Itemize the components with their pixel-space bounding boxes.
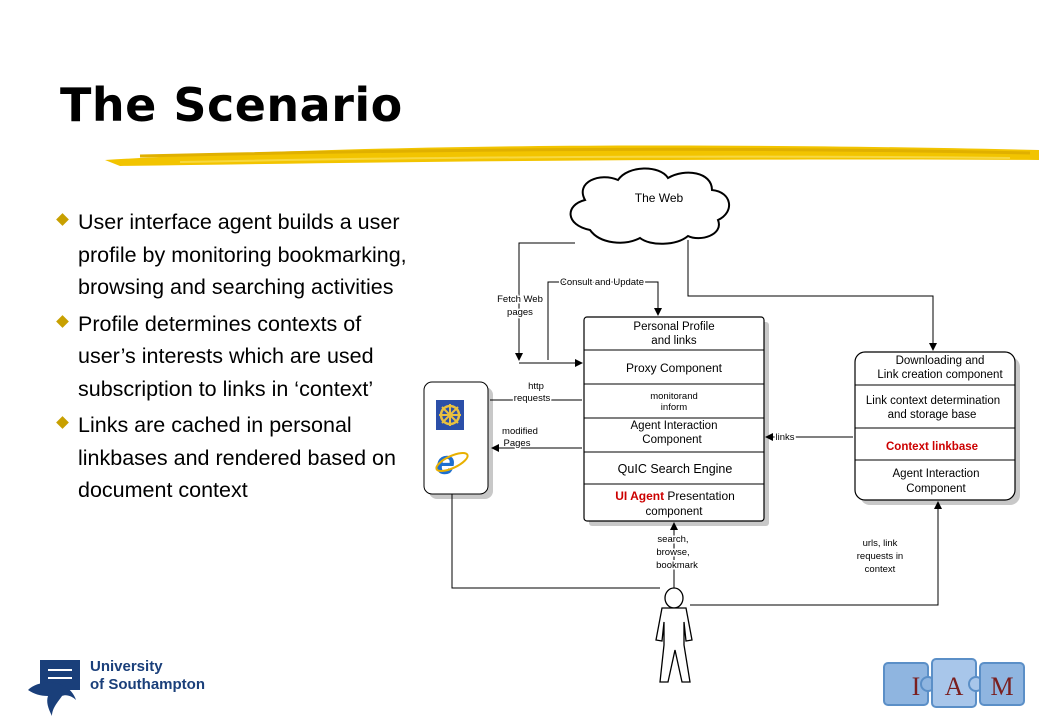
web-cloud: The Web: [569, 167, 730, 245]
personal-profile-line2: and links: [651, 335, 697, 347]
quic-search-engine-label: QuIC Search Engine: [618, 462, 733, 476]
modified-pages-line2: Pages: [504, 438, 531, 449]
downloading-line1: Downloading and: [896, 355, 985, 367]
modified-pages-line1: modified: [502, 426, 538, 437]
ui-agent-label: UI Agent Presentation: [615, 489, 735, 503]
bullet-list: User interface agent builds a user profi…: [56, 206, 423, 511]
fetch-web-line2: pages: [507, 307, 533, 318]
user-figure-icon: [655, 587, 693, 683]
search-label-line2: browse,: [656, 547, 689, 558]
bullet-item: Profile determines contexts of user’s in…: [56, 308, 423, 406]
http-requests-line1: http: [528, 381, 544, 392]
urls-label-line3: context: [865, 564, 896, 575]
right-agent-interaction-line2: Component: [906, 483, 966, 495]
downloading-line2: Link creation component: [877, 369, 1003, 381]
netscape-icon: [436, 400, 464, 430]
iam-letter-i: I: [912, 672, 921, 701]
linkbase-agent-stack: Downloading and Link creation component …: [854, 351, 1020, 505]
urls-label-line1: urls, link: [863, 538, 898, 549]
iam-logo: I A M: [883, 658, 1025, 708]
bullet-item: User interface agent builds a user profi…: [56, 206, 423, 304]
search-label-line3: bookmark: [656, 560, 698, 571]
agent-interaction-line1: Agent Interaction: [631, 420, 718, 432]
cloud-label: The Web: [635, 191, 684, 205]
link-context-line1: Link context determination: [866, 395, 1000, 407]
search-label-line1: search,: [657, 534, 688, 545]
personal-profile-line1: Personal Profile: [633, 321, 714, 333]
university-name-line2: of Southampton: [90, 676, 205, 693]
diagram-connectors: [451, 240, 942, 606]
urls-label-line2: requests in: [857, 551, 903, 562]
bullet-item: Links are cached in personal linkbases a…: [56, 409, 423, 507]
svg-text:e: e: [436, 444, 455, 482]
links-label: links: [775, 432, 794, 443]
consult-update-label: Consult and Update: [560, 277, 644, 288]
browser-icons-box: e: [423, 381, 493, 499]
iam-letter-m: M: [990, 672, 1013, 701]
university-logo: University of Southampton: [22, 656, 222, 718]
right-agent-interaction-line1: Agent Interaction: [893, 468, 980, 480]
ui-agent-line2: component: [646, 506, 704, 518]
context-linkbase-label: Context linkbase: [886, 441, 978, 453]
slide-title: The Scenario: [60, 78, 403, 132]
iam-letter-a: A: [945, 672, 964, 701]
monitor-line2: inform: [661, 402, 687, 413]
internet-explorer-icon: e: [435, 444, 469, 482]
university-name-line1: University: [90, 658, 163, 675]
monitor-line1: monitorand: [650, 391, 698, 402]
agent-interaction-line2: Component: [642, 434, 702, 446]
proxy-component-label: Proxy Component: [626, 361, 723, 375]
arrow-labels: Consult and Update Fetch Web pages http …: [496, 276, 905, 577]
link-context-line2: and storage base: [888, 409, 977, 421]
personal-agent-stack: Personal Profile and links Proxy Compone…: [583, 316, 769, 526]
http-requests-line2: requests: [514, 393, 551, 404]
fetch-web-line1: Fetch Web: [497, 294, 543, 305]
dolphin-icon: [28, 660, 80, 716]
